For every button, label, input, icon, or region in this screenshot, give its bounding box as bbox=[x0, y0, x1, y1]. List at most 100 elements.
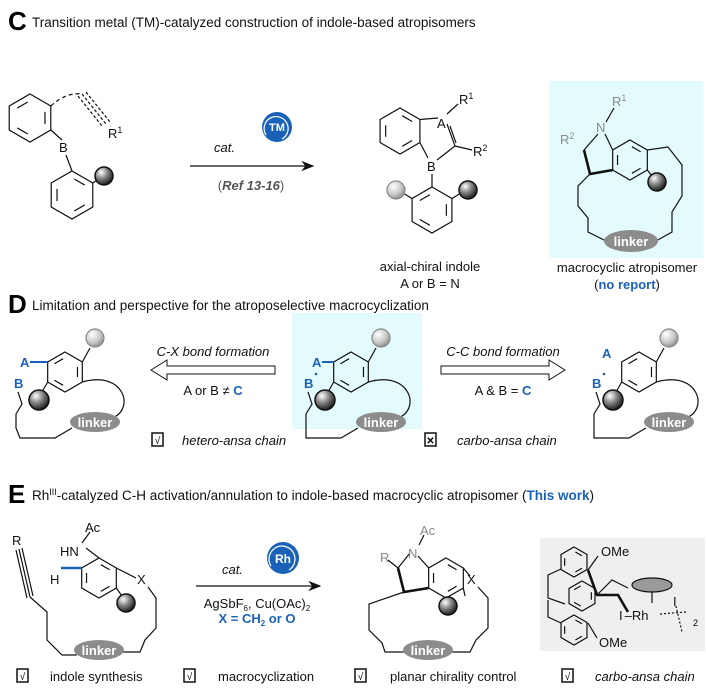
chain-left bbox=[593, 391, 647, 439]
macro-r2-label: R2 bbox=[560, 131, 574, 147]
ome-bonds bbox=[587, 555, 599, 639]
dimer-subscript: 2 bbox=[693, 618, 698, 628]
linker-label: linker bbox=[411, 643, 446, 658]
checkbox-checked-icon bbox=[183, 668, 196, 683]
bond-r bbox=[387, 559, 399, 569]
linker-label: linker bbox=[82, 643, 117, 658]
product-double-bond bbox=[449, 125, 457, 144]
bond-nh bbox=[85, 547, 100, 559]
ome-top-label: OMe bbox=[601, 544, 629, 559]
hollow-arrow-right bbox=[440, 359, 566, 381]
aromatic-double-bond bbox=[573, 601, 581, 607]
panel-c-title: Transition metal (TM)-catalyzed construc… bbox=[32, 15, 476, 30]
bond-balls bbox=[402, 192, 462, 200]
catalyst-bold-bonds bbox=[586, 569, 630, 613]
chain-right bbox=[368, 379, 411, 419]
bond-ac bbox=[81, 531, 91, 544]
atom-a-label: A bbox=[312, 355, 322, 370]
bond-b-ring bbox=[65, 154, 73, 172]
chain-left bbox=[305, 391, 359, 439]
ring-bonds bbox=[50, 170, 94, 220]
check-carbo-ansa: ✕ carbo-ansa chain bbox=[424, 432, 557, 448]
product-caption: axial-chiral indole bbox=[380, 259, 480, 274]
axial-chiral-indole-structure: A R1 R2 B bbox=[379, 91, 487, 234]
aromatic-double-bond bbox=[73, 204, 86, 212]
aromatic-double-bond bbox=[340, 379, 350, 386]
check-mark: √ bbox=[155, 435, 161, 447]
macro-chain-left bbox=[577, 173, 607, 242]
panel-c-letter: C bbox=[8, 6, 27, 36]
aromatic-double-bond bbox=[54, 379, 64, 386]
atom-b-label: B bbox=[304, 376, 313, 391]
bridging-iodide-label: I bbox=[673, 594, 677, 609]
linker-label: linker bbox=[364, 415, 399, 430]
substituent-ball-dark bbox=[602, 389, 624, 411]
aromatic-double-bond bbox=[575, 635, 583, 641]
aromatic-double-bond bbox=[401, 140, 413, 147]
linker-ellipse bbox=[74, 640, 124, 660]
ring-bonds bbox=[560, 546, 588, 578]
aromatic-double-bond bbox=[631, 146, 641, 153]
checkbox-checked-icon bbox=[151, 432, 164, 447]
catalyst-ring-top bbox=[560, 546, 588, 578]
chiral-cp-rh-catalyst-structure: OMe OMe I–Rh I 2 bbox=[547, 544, 698, 650]
bond-x bbox=[116, 567, 137, 579]
tm-badge-text: TM bbox=[269, 122, 285, 134]
linker-ellipse bbox=[403, 640, 453, 660]
tm-catalyst-badge-icon: TM bbox=[262, 112, 292, 142]
check-label: indole synthesis bbox=[50, 669, 143, 684]
reactant-r1-label: R1 bbox=[108, 125, 122, 141]
substrate-structure: R HN Ac H X linker bbox=[12, 520, 157, 660]
ring-bonds bbox=[8, 93, 52, 143]
substituent-ball-gray bbox=[85, 328, 105, 348]
product-x-label: X bbox=[467, 572, 476, 587]
linker-label: linker bbox=[78, 415, 113, 430]
bond-r1 bbox=[605, 107, 615, 123]
substituent-ball-gray bbox=[371, 328, 391, 348]
aromatic-double-bond bbox=[628, 379, 638, 386]
rh-badge-text: Rh bbox=[275, 552, 291, 566]
chain-left bbox=[368, 591, 405, 653]
linker-ellipse bbox=[604, 230, 658, 252]
bond-ball bbox=[462, 587, 466, 597]
panel-d-letter: D bbox=[8, 289, 27, 319]
checkbox-crossed-icon bbox=[424, 432, 437, 447]
alkyne-bond bbox=[15, 547, 34, 599]
substituent-ball-gray bbox=[659, 328, 679, 348]
catalyst-spiro-rings bbox=[547, 568, 566, 624]
ac-label: Ac bbox=[85, 520, 101, 535]
substituent-ball-dark bbox=[116, 593, 136, 613]
aromatic-double-bond bbox=[100, 585, 110, 592]
panel-e-letter: E bbox=[8, 479, 25, 509]
check-macrocyclization: √ macrocyclization bbox=[183, 668, 314, 684]
aromatic-double-bond bbox=[447, 564, 457, 571]
atom-b-label: B bbox=[592, 376, 601, 391]
reagent-label: cat. bbox=[222, 562, 243, 577]
aromatic-double-bond bbox=[16, 127, 29, 135]
macro-n-label: N bbox=[596, 120, 605, 135]
conditions-x-definition: X = CH2 or O bbox=[218, 611, 295, 628]
checkbox-checked-icon bbox=[16, 668, 29, 683]
aromatic-double-bond bbox=[16, 101, 29, 109]
reactant-ring-bottom bbox=[50, 170, 94, 220]
substituent-ball-dark bbox=[438, 596, 458, 616]
macro-note: (no report) bbox=[594, 277, 660, 292]
tether-dashed-bond bbox=[50, 93, 83, 107]
check-label: carbo-ansa chain bbox=[595, 669, 695, 684]
aromatic-double-bond bbox=[575, 551, 583, 557]
macro-r1-label: R1 bbox=[612, 93, 626, 109]
aromatic-double-bond bbox=[631, 167, 641, 174]
substituent-ball-dark bbox=[94, 166, 114, 186]
substituent-ball-dark bbox=[647, 172, 667, 192]
product-condition: A or B = N bbox=[400, 276, 460, 291]
left-condition: A or B ≠ C bbox=[183, 383, 243, 398]
substrate-r-label: R bbox=[12, 533, 21, 548]
reactant-boron-label: B bbox=[59, 140, 68, 155]
cross-mark: ✕ bbox=[426, 436, 434, 447]
check-planar-chirality: √ planar chirality control bbox=[354, 668, 517, 684]
reference-label: (Ref 13-16) bbox=[218, 178, 285, 193]
product-atom-a: A bbox=[437, 116, 446, 131]
